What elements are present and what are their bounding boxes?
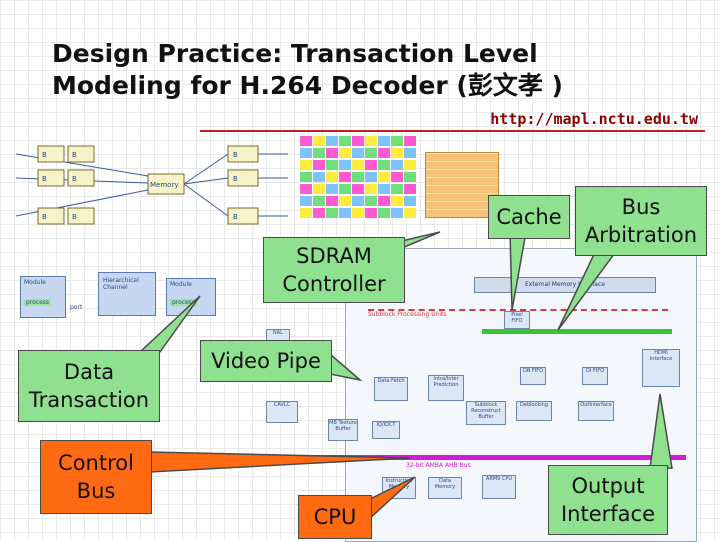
subblock-processing-label: Subblock Processing Units: [368, 309, 668, 319]
title-divider: [200, 130, 705, 132]
amba-bus: [286, 455, 686, 460]
svg-text:B: B: [42, 213, 47, 221]
di-fifo-box: DI FIFO: [582, 367, 608, 385]
reconstruct-buffer-box: Subblock Reconstruct Buffer: [466, 401, 506, 425]
svg-text:B: B: [42, 151, 47, 159]
iq-idct-box: IQ/IDCT: [372, 421, 400, 439]
output-interface-tail: [649, 393, 673, 469]
db-fifo-box: DB FIFO: [520, 367, 546, 385]
memory-model-diagram: Memory B B B B B B B B B: [15, 145, 288, 225]
tlm-port-label: port: [70, 304, 83, 311]
title-line-1: Design Practice: Transaction Level: [52, 39, 538, 68]
mb-texture-buffer-box: MB Texture Buffer: [328, 419, 358, 441]
svg-text:B: B: [72, 175, 77, 183]
arm-cpu-box: ARM9 CPU: [482, 475, 516, 499]
callout-cpu: CPU: [298, 495, 372, 539]
intra-inter-prediction-box: Intra/Inter Prediction: [428, 375, 464, 401]
tlm-channel-box: Hierarchical Channel: [98, 272, 156, 316]
deblocking-box: Deblocking: [516, 401, 552, 421]
data-memory-box: Data Memory: [428, 477, 462, 499]
video-pipe-tail: [329, 352, 363, 382]
data-fetch-box: Data Fetch: [374, 377, 408, 401]
external-memory-interface-box: External Memory Interface: [474, 277, 656, 293]
callout-cache: Cache: [488, 195, 570, 239]
pixel-fifo-box: Pixel FIFO: [504, 311, 530, 329]
color-matrix-figure: [300, 136, 422, 220]
svg-text:B: B: [233, 151, 238, 159]
callout-bus-arbitration: Bus Arbitration: [575, 186, 707, 256]
svg-text:B: B: [233, 213, 238, 221]
svg-text:Memory: Memory: [150, 181, 178, 189]
svg-text:B: B: [72, 213, 77, 221]
tlm-module-box: Module process: [20, 276, 66, 318]
hdmi-box: HDMI Interface: [642, 349, 680, 387]
data-transaction-tail: [138, 295, 201, 353]
callout-control-bus: Control Bus: [40, 440, 152, 514]
tlm-thumbnail: Module process Hierarchical Channel Modu…: [20, 272, 220, 322]
orange-table-figure: [425, 152, 499, 218]
callout-video-pipe: Video Pipe: [200, 340, 332, 382]
slide-url: http://mapl.nctu.edu.tw: [490, 110, 698, 128]
video-data-bus: [482, 329, 672, 334]
slide-title: Design Practice: Transaction Level Model…: [52, 38, 692, 102]
svg-text:B: B: [42, 175, 47, 183]
callout-output-interface: Output Interface: [548, 465, 668, 535]
amba-bus-label: 32-bit AMBA AHB Bus: [406, 462, 471, 469]
control-bus-tail: [149, 451, 411, 473]
cavlc-box: CAVLC: [266, 401, 298, 423]
cpu-tail: [367, 476, 416, 522]
callout-sdram-controller: SDRAM Controller: [263, 237, 405, 303]
outinterface-box: OutInterface: [578, 401, 614, 421]
bus-arbitration-tail: [557, 245, 622, 331]
svg-text:B: B: [72, 151, 77, 159]
title-line-2: Modeling for H.264 Decoder (彭文孝 ): [52, 71, 563, 100]
svg-text:B: B: [233, 175, 238, 183]
callout-data-transaction: Data Transaction: [18, 350, 160, 422]
cache-tail: [509, 231, 527, 311]
